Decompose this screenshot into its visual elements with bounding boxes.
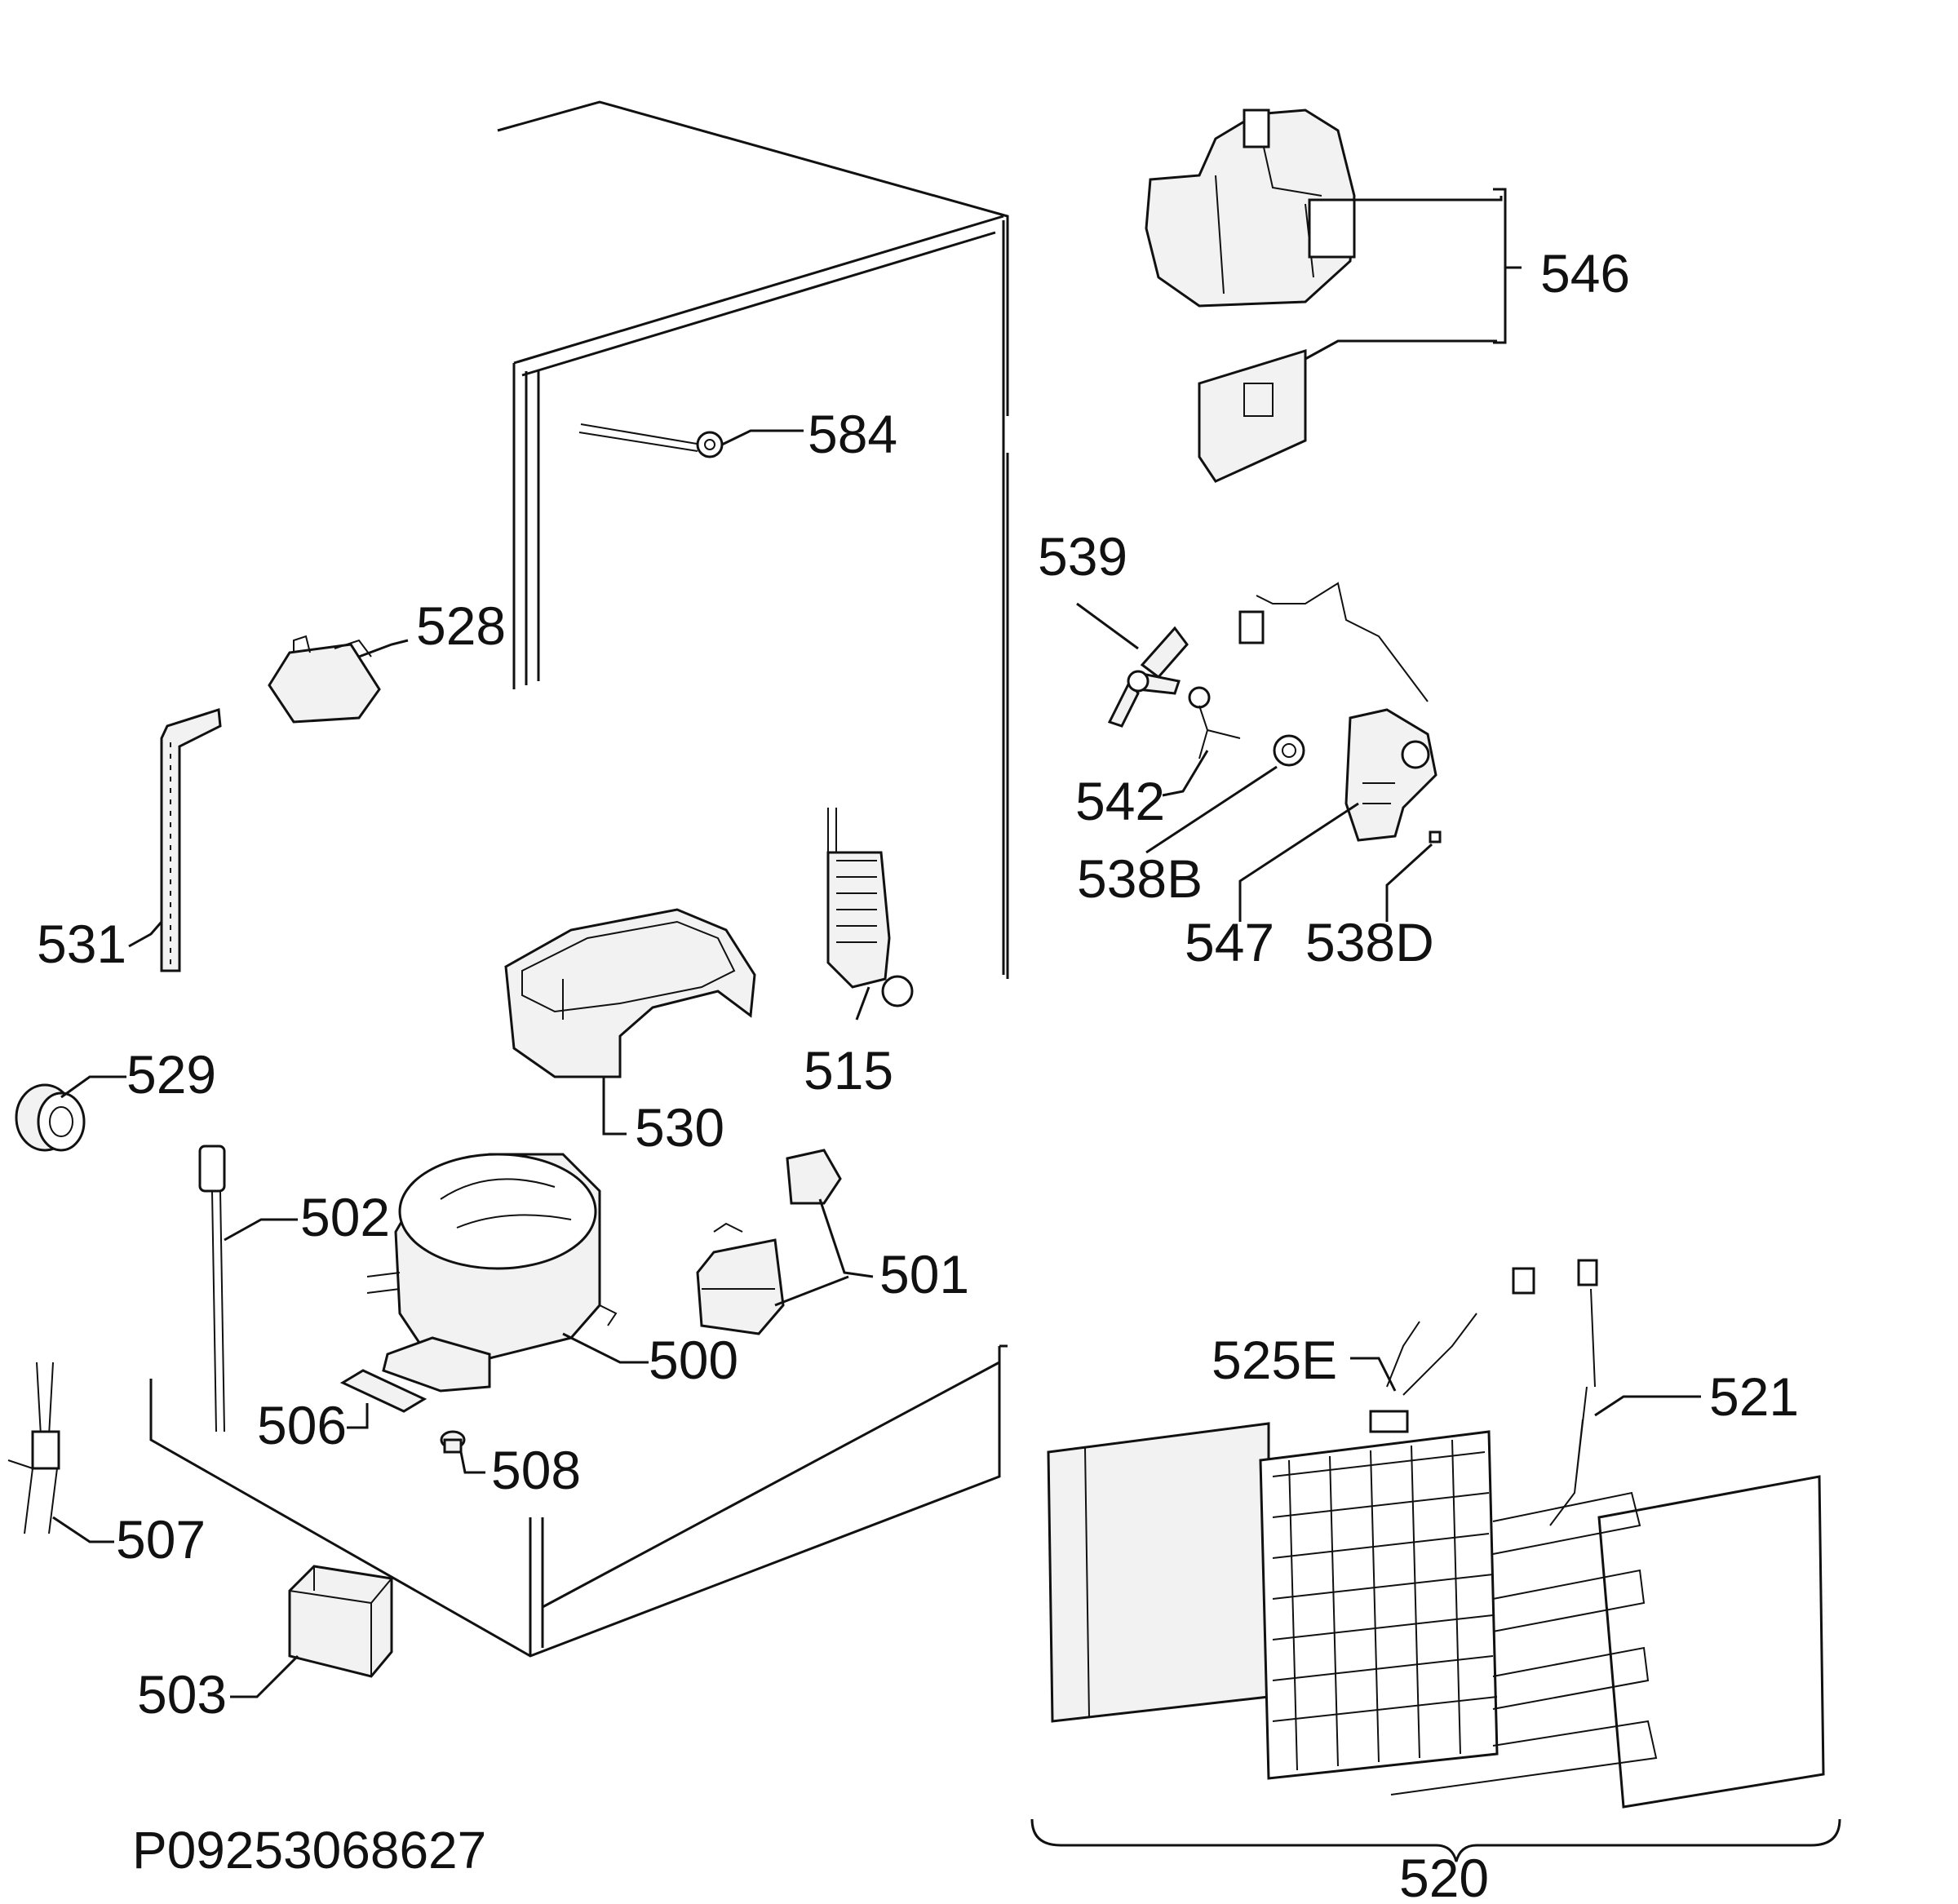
part-530-drip-tray bbox=[504, 908, 756, 1078]
part-520-evaporator bbox=[1047, 1259, 1825, 1809]
label-520: 520 bbox=[1399, 1848, 1489, 1904]
label-502: 502 bbox=[300, 1187, 390, 1247]
part-584-sensor bbox=[578, 423, 724, 458]
label-584: 584 bbox=[808, 404, 897, 464]
part-538D-small-part bbox=[1429, 830, 1442, 844]
leader-530 bbox=[602, 1077, 627, 1136]
part-547-fan-motor bbox=[1238, 582, 1437, 842]
part-502-relay bbox=[198, 1145, 226, 1432]
label-503: 503 bbox=[137, 1664, 227, 1725]
label-525E: 525E bbox=[1212, 1330, 1337, 1390]
label-530: 530 bbox=[635, 1097, 724, 1158]
part-546-fan-housing bbox=[1145, 108, 1356, 483]
part-508-grommet bbox=[440, 1430, 466, 1454]
part-506-plate bbox=[339, 1369, 427, 1413]
leader-547 bbox=[1238, 802, 1359, 922]
leader-500 bbox=[562, 1332, 649, 1364]
drawing-code: P09253068627 bbox=[132, 1821, 486, 1880]
leader-538D bbox=[1385, 843, 1433, 922]
label-542: 542 bbox=[1075, 771, 1165, 831]
label-546: 546 bbox=[1540, 243, 1630, 303]
leader-584 bbox=[721, 429, 804, 446]
part-515-heater bbox=[826, 808, 914, 1007]
leader-502 bbox=[224, 1218, 298, 1242]
label-507: 507 bbox=[116, 1509, 206, 1570]
label-521: 521 bbox=[1709, 1366, 1799, 1427]
part-542-clip bbox=[1188, 686, 1241, 759]
leader-508 bbox=[459, 1451, 485, 1474]
label-529: 529 bbox=[126, 1044, 216, 1105]
leader-521 bbox=[1594, 1395, 1701, 1417]
brace-520 bbox=[1030, 1818, 1841, 1862]
leader-529 bbox=[60, 1075, 126, 1099]
leader-503 bbox=[230, 1654, 299, 1698]
leader-542 bbox=[1162, 750, 1209, 797]
part-500-compressor bbox=[366, 1153, 618, 1393]
leader-525E bbox=[1350, 1357, 1397, 1392]
part-501-starter bbox=[696, 1149, 842, 1335]
label-500: 500 bbox=[649, 1330, 738, 1390]
label-501: 501 bbox=[879, 1244, 969, 1304]
label-538D: 538D bbox=[1305, 912, 1434, 972]
leader-506 bbox=[347, 1403, 369, 1429]
bracket-546 bbox=[1493, 188, 1507, 344]
label-538B: 538B bbox=[1077, 848, 1203, 909]
part-labels: 546 584 528 539 542 538B 547 538D 531 51… bbox=[37, 243, 1799, 1904]
leader-528 bbox=[358, 639, 409, 658]
label-528: 528 bbox=[416, 596, 506, 656]
part-531-drain-hose bbox=[160, 708, 222, 972]
label-515: 515 bbox=[804, 1040, 893, 1100]
leader-539 bbox=[1076, 602, 1139, 650]
label-539: 539 bbox=[1038, 526, 1127, 587]
part-528-bracket bbox=[268, 635, 381, 724]
leader-501 bbox=[818, 1198, 874, 1278]
cabinet-outline bbox=[149, 100, 1009, 1658]
part-539-fan-blade bbox=[1107, 626, 1189, 728]
part-507-wire bbox=[7, 1362, 60, 1534]
label-508: 508 bbox=[491, 1440, 581, 1500]
label-547: 547 bbox=[1185, 912, 1274, 972]
label-531: 531 bbox=[37, 914, 126, 974]
part-503-cover-box bbox=[288, 1565, 393, 1678]
leader-515 bbox=[855, 986, 870, 1021]
leader-546 bbox=[1354, 196, 1503, 201]
label-506: 506 bbox=[257, 1395, 347, 1455]
leader-507 bbox=[52, 1516, 114, 1543]
leader-531 bbox=[128, 921, 163, 948]
part-529-knob bbox=[15, 1083, 86, 1152]
leader-538B bbox=[1145, 765, 1278, 854]
part-538B-gear bbox=[1273, 734, 1305, 767]
